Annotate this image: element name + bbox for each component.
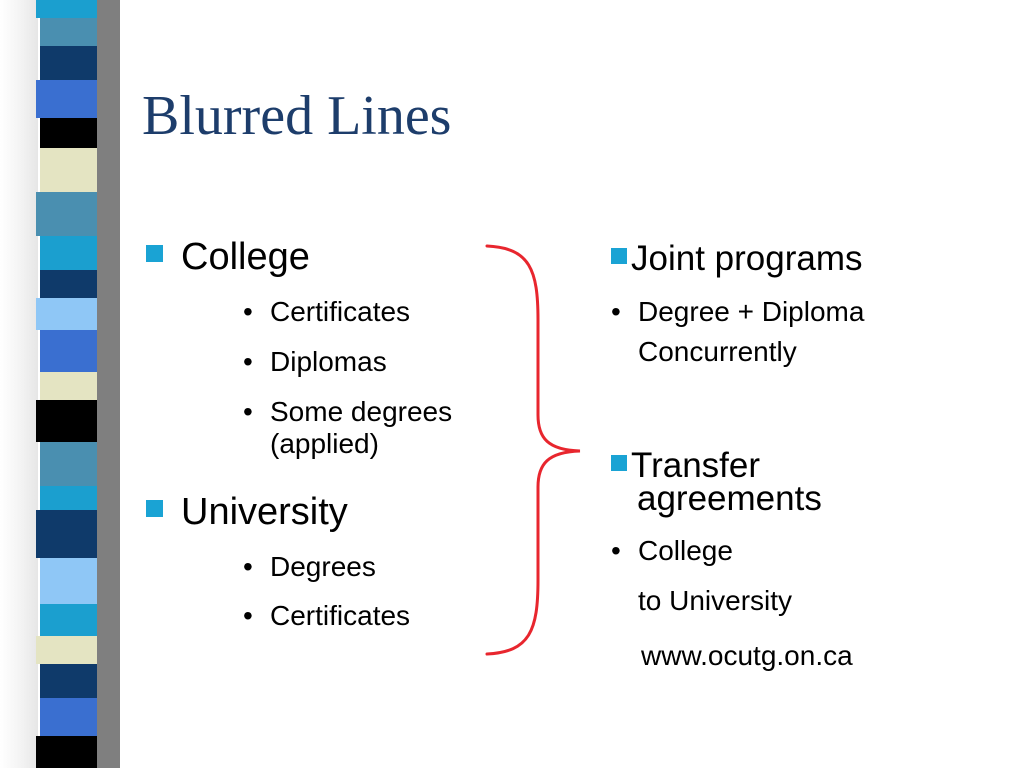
strip-block: [36, 80, 97, 118]
bullet-college: College: [146, 235, 310, 279]
sub-bullet-degrees: •Degrees: [243, 551, 376, 582]
bullet-dot-icon: •: [243, 600, 253, 631]
strip-block: [36, 510, 97, 558]
strip-block: [40, 698, 97, 736]
strip-block: [40, 664, 97, 698]
strip-gray-bar: [96, 0, 120, 768]
bullet-dot-icon: •: [243, 346, 253, 377]
strip-block: [36, 192, 97, 236]
strip-block: [40, 486, 97, 510]
bullet-transfer-label-line2: agreements: [637, 479, 822, 518]
bullet-university-label: University: [181, 491, 348, 533]
strip-block: [40, 46, 97, 80]
bullet-dot-icon: •: [243, 396, 253, 427]
bullet-dot-icon: •: [611, 296, 621, 327]
strip-block: [40, 148, 97, 192]
brace-connector-icon: [485, 244, 581, 656]
website-link[interactable]: www.ocutg.on.ca: [641, 640, 853, 671]
bullet-joint-programs-label: Joint programs: [631, 239, 863, 278]
strip-block: [36, 400, 97, 442]
brace-path: [485, 244, 581, 656]
sub-bullet-certificates: •Certificates: [243, 296, 411, 327]
strip-block: [40, 330, 97, 372]
decorative-left-strip: [0, 0, 120, 768]
bullet-transfer-label-line1: Transfer: [631, 446, 761, 485]
strip-block: [40, 18, 97, 46]
slide-title: Blurred Lines: [142, 85, 452, 147]
strip-block: [36, 736, 97, 768]
bullet-university: University: [146, 490, 348, 534]
bullet-dot-icon: •: [243, 551, 253, 582]
strip-block: [40, 604, 97, 636]
bullet-joint-programs: Joint programs: [611, 239, 863, 278]
sub-bullet-certificates-university: •Certificates: [243, 600, 411, 631]
sub-bullet-some-degrees: •Some degrees(applied): [243, 396, 453, 459]
strip-block: [40, 558, 97, 604]
strip-block: [40, 442, 97, 486]
bullet-dot-icon: •: [243, 296, 253, 327]
strip-gradient-band: [0, 0, 38, 768]
square-bullet-icon: [146, 500, 163, 517]
strip-block: [36, 636, 97, 664]
strip-block: [40, 118, 97, 148]
bullet-dot-icon: •: [611, 535, 621, 566]
square-bullet-icon: [146, 245, 163, 262]
strip-block: [40, 372, 97, 400]
strip-block: [40, 236, 97, 270]
bullet-college-label: College: [181, 236, 310, 278]
strip-block: [36, 298, 97, 330]
square-bullet-icon: [611, 248, 627, 264]
bullet-transfer-agreements: Transfer: [611, 446, 761, 485]
strip-block: [36, 0, 97, 18]
square-bullet-icon: [611, 455, 627, 471]
sub-bullet-diplomas: •Diplomas: [243, 346, 387, 377]
strip-block: [40, 270, 97, 298]
strip-color-blocks: [36, 0, 97, 768]
